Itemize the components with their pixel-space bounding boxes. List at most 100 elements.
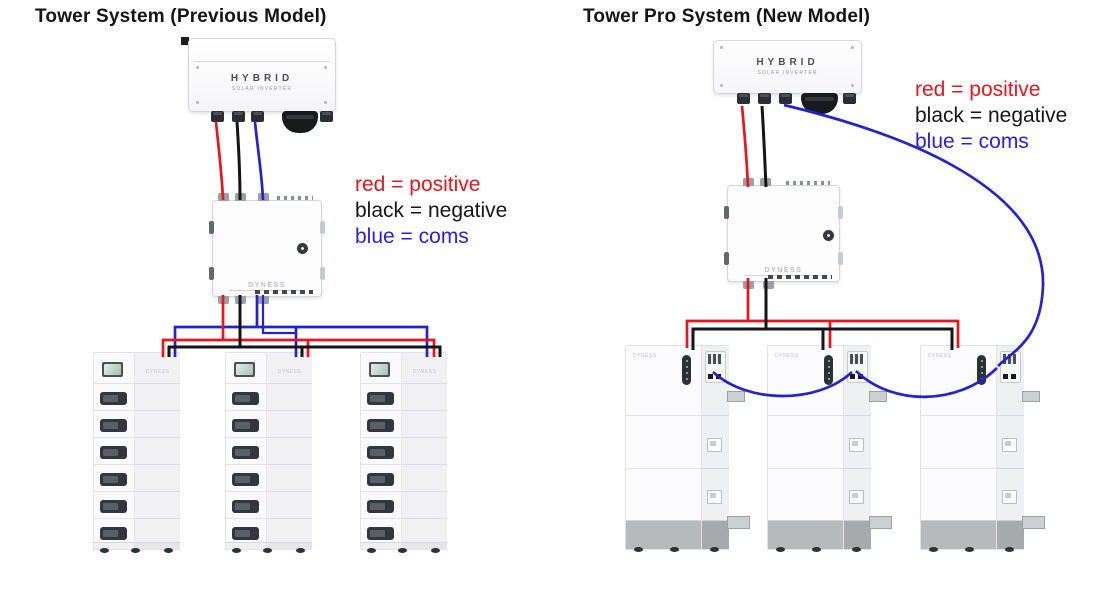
left-diagram-title: Tower System (Previous Model) [35,6,327,27]
cable-gland-coms [779,93,792,104]
tower-side-face: DYNESS [134,353,180,549]
side-handle-cutout [1002,438,1017,452]
wall-bracket [727,391,745,402]
latch-icon [320,267,325,280]
tower-front-face [226,353,266,549]
cable-gland-spare [320,111,333,122]
latch-icon [320,221,325,234]
screw-icon [720,84,723,87]
gland-nut [235,296,246,304]
screw-icon [196,66,199,69]
side-connector-panel [705,351,726,383]
battery-module-handle [232,392,259,405]
combiner-brand: DYNESS [213,282,321,291]
tower-foot [263,548,272,553]
latch-icon [838,252,843,265]
tower-foot [1005,547,1014,552]
wire-coms-left-feed [253,121,265,201]
tower-brand: DYNESS [412,369,437,375]
terminal-row [768,275,832,279]
side-handle-cutout [1002,490,1017,504]
gland-nut [258,296,269,304]
tower-brand: DYNESS [928,353,952,359]
left-combiner-box: DYNESS [209,193,325,304]
inverter-sublabel: SOLAR INVERTER [231,86,293,92]
battery-module-handle [100,419,127,432]
hinge-icon [724,206,729,219]
terminal-row [255,290,313,294]
right-diagram-title: Tower Pro System (New Model) [583,6,871,27]
battery-tower-left-1: DYNESS [93,352,180,553]
latch-icon [838,206,843,219]
battery-tower-right-2: DYNESS [767,345,892,552]
tower-front-face [94,353,134,549]
tower-foot [812,547,821,552]
battery-tower-right-1: DYNESS [625,345,750,552]
gland-nut [218,193,229,201]
tower-front-face: DYNESS [626,346,701,549]
tower-foot [164,548,173,553]
cable-gland-positive [211,111,224,122]
hinge-icon [209,221,214,234]
tower-brand: DYNESS [277,369,302,375]
combiner-brand: DYNESS [728,267,839,276]
legend-blue-coms: blue = coms [355,225,469,248]
battery-module-handle [367,527,394,540]
cable-gland-negative [232,111,245,122]
legend-black-negative: black = negative [355,199,508,222]
wall-bracket [869,516,892,529]
cable-gland-dome [801,93,838,114]
tower-front-face [361,353,401,549]
wire-negative-left-bus [167,295,442,357]
battery-module-handle [367,500,394,513]
right-hybrid-inverter: HYBRID SOLAR INVERTER [713,40,862,114]
battery-module-handle [367,419,394,432]
side-connector-panel [1000,351,1021,383]
gland-nut [760,178,771,186]
tower-side-face: DYNESS [266,353,312,549]
side-handle-cutout [849,490,864,504]
tower-brand: DYNESS [633,353,657,359]
screw-icon [720,46,723,49]
battery-module-handle [100,446,127,459]
gland-nut [743,178,754,186]
tower-foot [929,547,938,552]
side-handle-cutout [849,438,864,452]
tower-side-face: DYNESS [401,353,447,549]
wire-positive-left-bus [161,295,436,357]
side-connector-panel [847,351,868,383]
left-wire-legend: red = positive black = negative blue = c… [355,172,507,250]
tower-foot [367,548,376,553]
gland-nut [218,296,229,304]
battery-module-handle [367,392,394,405]
battery-display [102,362,123,377]
inverter-label: HYBRID [230,73,294,84]
battery-module-handle [232,446,259,459]
right-wire-legend: red = positive black = negative blue = c… [915,77,1067,155]
screw-icon [851,84,854,87]
battery-module-handle [100,392,127,405]
status-led-panel [824,355,833,385]
hinge-icon [209,267,214,280]
tower-brand: DYNESS [775,353,799,359]
screw-icon [324,66,327,69]
cable-gland-negative [758,93,771,104]
tower-foot [852,547,861,552]
wire-positive-left-feed [214,121,225,201]
battery-display [369,362,390,377]
tower-foot [296,548,305,553]
screw-icon [851,46,854,49]
tower-foot [670,547,679,552]
gland-nut [743,281,754,289]
gland-nut [258,193,269,201]
tower-foot [232,548,241,553]
battery-module-handle [100,473,127,486]
battery-module-handle [232,419,259,432]
battery-module-handle [232,500,259,513]
side-handle-cutout [707,490,722,504]
right-combiner-box: DYNESS [724,178,843,289]
battery-module-handle [100,527,127,540]
left-hybrid-inverter: HYBRID SOLAR INVERTER [188,38,336,133]
battery-module-handle [232,527,259,540]
